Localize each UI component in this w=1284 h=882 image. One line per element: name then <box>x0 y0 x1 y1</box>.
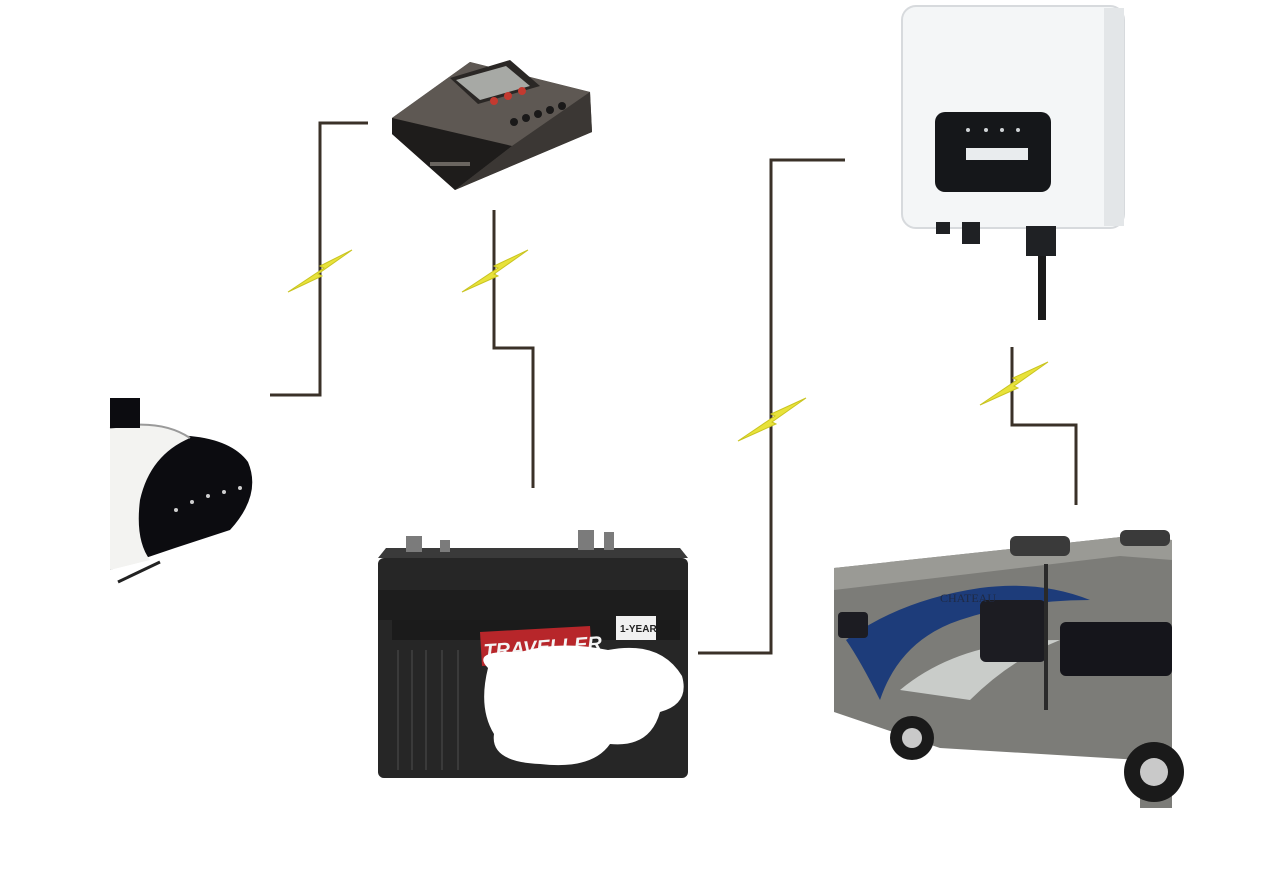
wire-panel-to-controller <box>270 121 368 397</box>
lightning-bolt-icon <box>979 361 1049 406</box>
solar-panel <box>109 398 253 584</box>
wire-inverter-to-rv <box>1010 347 1078 505</box>
inverter <box>901 5 1125 320</box>
rv: CHATEAU <box>834 530 1184 808</box>
battery: TRAVELLER 1-YEAR <box>378 530 688 778</box>
battery-badge-text: 1-YEAR <box>620 624 657 635</box>
lightning-bolt-icon <box>461 249 529 293</box>
rv-model-text: CHATEAU <box>940 591 996 605</box>
bolts <box>287 249 1049 442</box>
lightning-bolt-icon <box>737 397 807 442</box>
wire-controller-to-battery <box>492 210 535 488</box>
charge-controller <box>392 60 592 190</box>
wire-battery-to-inverter <box>698 158 845 655</box>
lightning-bolt-icon <box>287 249 353 293</box>
